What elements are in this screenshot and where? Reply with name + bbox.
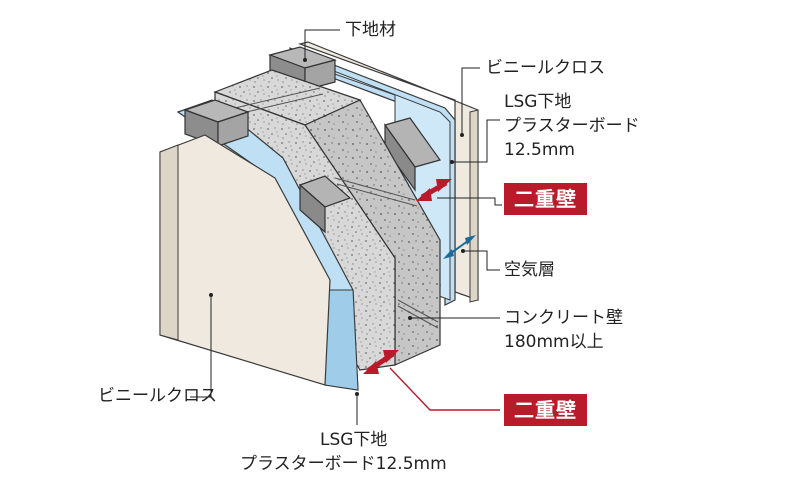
- right-vinyl-cloth-face: [469, 109, 479, 303]
- double-wall-arrow-top: [416, 179, 452, 201]
- left-stud-mid-front: [299, 183, 326, 234]
- right-stud-1-front: [384, 123, 416, 192]
- badge-double-wall-bottom: 二重壁: [504, 394, 587, 426]
- label-lsg-bottom-line2: プラスターボード12.5mm: [240, 454, 447, 474]
- left-lsg-board-edge: [324, 289, 359, 391]
- rebar-line-3: [334, 177, 416, 201]
- rebar-line-6: [397, 305, 439, 329]
- leader-lines: [190, 29, 502, 425]
- label-concrete-wall-line2: 180mm以上: [504, 332, 604, 352]
- label-air-layer: 空気層: [504, 260, 555, 280]
- rebar-line-4: [336, 183, 418, 207]
- label-concrete-wall-line1: コンクリート壁: [504, 308, 623, 328]
- label-vinyl-cloth-left: ビニールクロス: [98, 386, 217, 406]
- double-wall-arrow-bottom: [363, 350, 399, 374]
- air-layer-arrow: [443, 235, 476, 259]
- left-stud-top-side: [217, 111, 249, 147]
- label-lsg-right-line3: 12.5mm: [504, 140, 575, 160]
- badge-double-wall-top: 二重壁: [504, 183, 587, 215]
- label-backing-material: 下地材: [345, 20, 396, 40]
- label-lsg-right-line1: LSG下地: [504, 92, 572, 112]
- label-lsg-bottom-line1: LSG下地: [320, 430, 388, 450]
- leader-dots: [209, 58, 465, 396]
- left-vinyl-cloth-edge: [159, 144, 179, 341]
- label-lsg-right-line2: プラスターボード: [504, 116, 640, 136]
- rebar-line-1: [234, 87, 321, 109]
- rebar-line-2: [237, 93, 324, 115]
- label-vinyl-cloth-right: ビニールクロス: [486, 58, 605, 78]
